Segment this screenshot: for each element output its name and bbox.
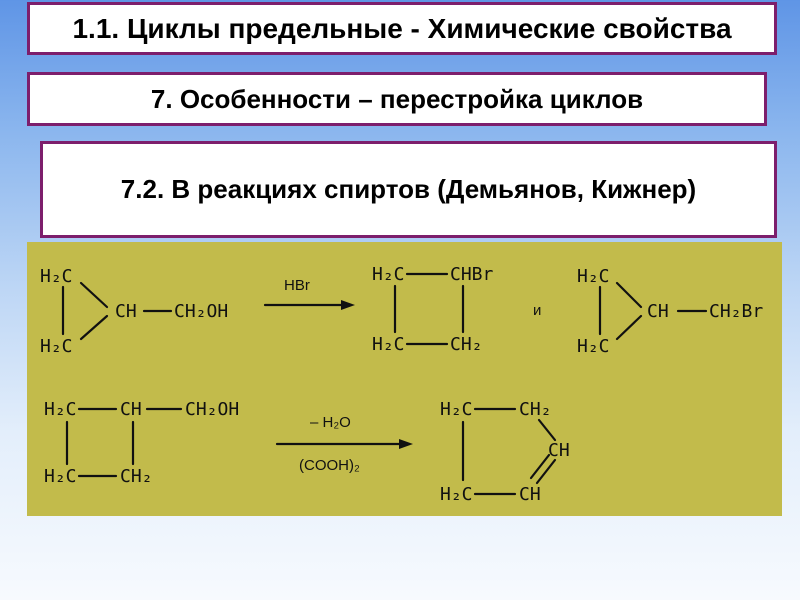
r2-p-bond <box>537 418 557 442</box>
r2-reagent-bottom: (COOH)₂ <box>299 457 360 474</box>
r2-reactant-h2c-bottom: H₂C <box>44 466 77 487</box>
r1-reactant-bond <box>79 314 109 341</box>
r1-p1-chbr: CHBr <box>450 264 494 285</box>
r2-p-ch2: CH₂ <box>519 399 552 420</box>
r2-product-cyclopentene: H₂C CH₂ CH H₂C CH <box>440 399 570 505</box>
r2-reagent-top: – H₂O <box>310 414 351 431</box>
r1-reagent-label: HBr <box>284 277 310 294</box>
slide-title-text: 1.1. Циклы предельные - Химические свойс… <box>72 12 732 44</box>
r2-p-ch-right: CH <box>548 440 570 461</box>
r2-reactant-ch2: CH₂ <box>120 466 153 487</box>
r1-p1-h2c-top: H₂C <box>372 264 405 285</box>
r2-arrow: – H₂O (COOH)₂ <box>275 414 413 474</box>
r1-p2-bond <box>615 314 643 341</box>
r1-p1-ch2: CH₂ <box>450 334 483 355</box>
r2-arrowhead <box>399 439 413 449</box>
r1-reactant-ch2oh: CH₂OH <box>174 301 228 322</box>
slide-title: 1.1. Циклы предельные - Химические свойс… <box>27 2 777 55</box>
r2-p-h2c-bottom: H₂C <box>440 484 473 505</box>
r1-p2-ch2br: CH₂Br <box>709 301 763 322</box>
r2-p-h2c-top: H₂C <box>440 399 473 420</box>
slide-subtitle-text: 7. Особенности – перестройка циклов <box>150 83 644 114</box>
r2-reactant-ch: CH <box>120 399 142 420</box>
r1-product-cyclobutyl-bromide: H₂C CHBr H₂C CH₂ <box>372 264 494 355</box>
r1-p2-ch: CH <box>647 301 669 322</box>
r1-p2-h2c-top: H₂C <box>577 266 610 287</box>
section-heading: 7.2. В реакциях спиртов (Демьянов, Кижне… <box>40 141 777 238</box>
r2-reactant-h2c-top: H₂C <box>44 399 77 420</box>
reaction-panel: H₂C H₂C CH CH₂OH HBr H₂C CHBr H₂C CH₂ <box>27 242 782 516</box>
r1-reactant: H₂C H₂C CH CH₂OH <box>40 266 228 357</box>
r1-arrow: HBr <box>263 277 355 310</box>
r2-p-double-bond <box>529 453 551 480</box>
r2-reactant: H₂C CH CH₂OH H₂C CH₂ <box>44 399 239 487</box>
r1-reactant-h2c-bottom: H₂C <box>40 336 73 357</box>
r1-reactant-bond <box>79 281 109 309</box>
reaction-2: H₂C CH CH₂OH H₂C CH₂ – H₂O (COOH)₂ H₂C C… <box>44 399 570 505</box>
r1-p1-h2c-bottom: H₂C <box>372 334 405 355</box>
r2-p-double-bond <box>535 458 557 485</box>
r2-p-ch-bottom: CH <box>519 484 541 505</box>
r1-p2-h2c-bottom: H₂C <box>577 336 610 357</box>
r1-reactant-ch: CH <box>115 301 137 322</box>
reaction-1: H₂C H₂C CH CH₂OH HBr H₂C CHBr H₂C CH₂ <box>40 264 763 357</box>
r1-arrowhead <box>341 300 355 310</box>
reaction-scheme: H₂C H₂C CH CH₂OH HBr H₂C CHBr H₂C CH₂ <box>40 264 763 505</box>
r1-conjunction: и <box>533 302 541 319</box>
section-heading-text: 7.2. В реакциях спиртов (Демьянов, Кижне… <box>120 174 697 204</box>
r1-product-cyclopropylmethyl-bromide: H₂C H₂C CH CH₂Br <box>577 266 763 357</box>
r1-p2-bond <box>615 281 643 309</box>
r2-reactant-ch2oh: CH₂OH <box>185 399 239 420</box>
r1-reactant-h2c-top: H₂C <box>40 266 73 287</box>
slide-subtitle: 7. Особенности – перестройка циклов <box>27 72 767 126</box>
